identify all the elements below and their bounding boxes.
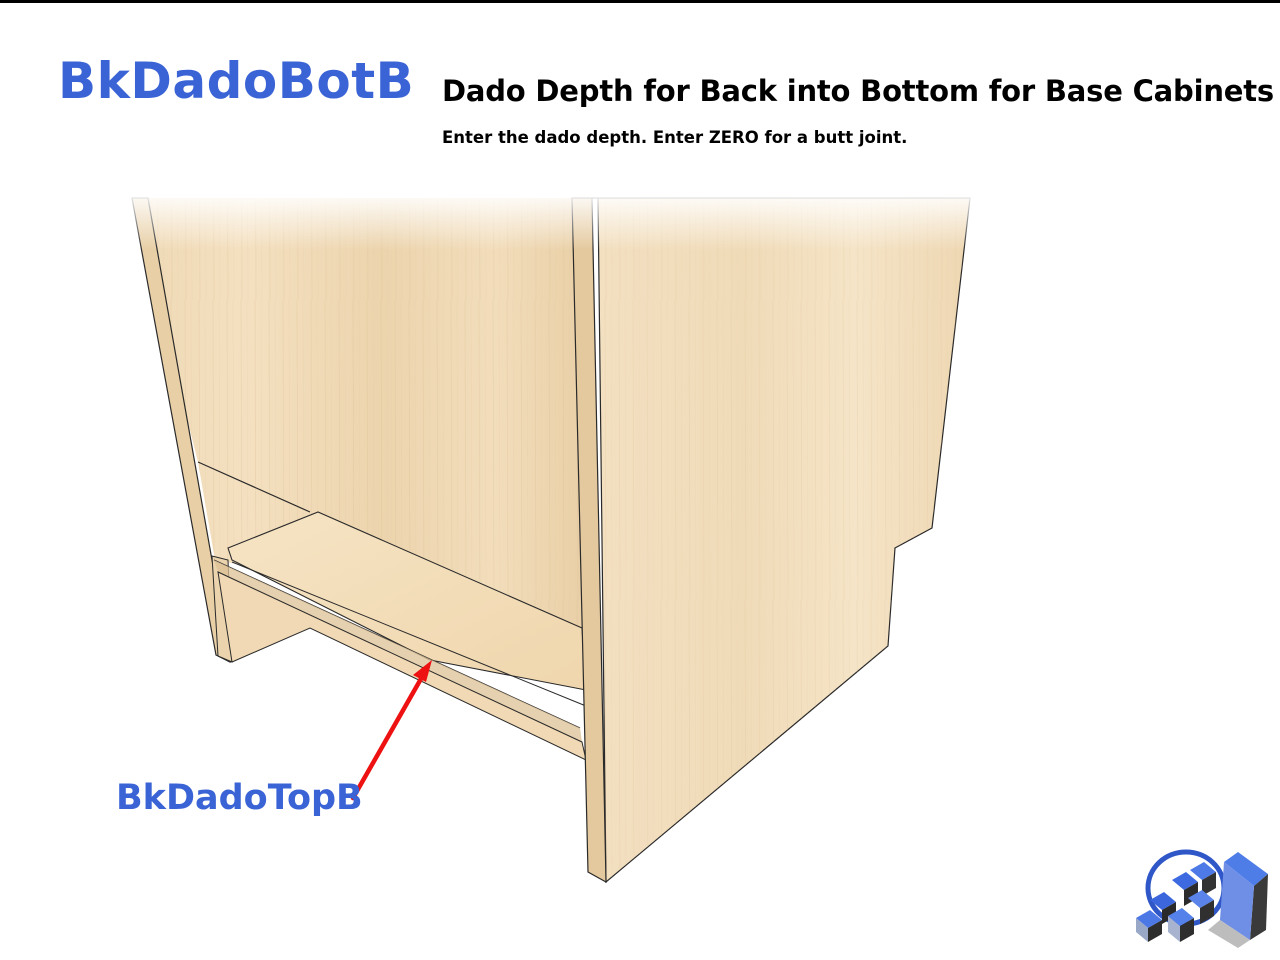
- top-border: [0, 0, 1280, 3]
- callout-arrow: [350, 667, 429, 801]
- instruction-text: Enter the dado depth. Enter ZERO for a b…: [442, 128, 908, 147]
- parameter-name: BkDadoBotB: [58, 52, 415, 110]
- page-title: Dado Depth for Back into Bottom for Base…: [442, 74, 1274, 108]
- cube-stack-logo-icon: [1136, 849, 1268, 948]
- callout-arrowhead: [413, 660, 432, 682]
- callout-label: BkDadoTopB: [116, 778, 363, 818]
